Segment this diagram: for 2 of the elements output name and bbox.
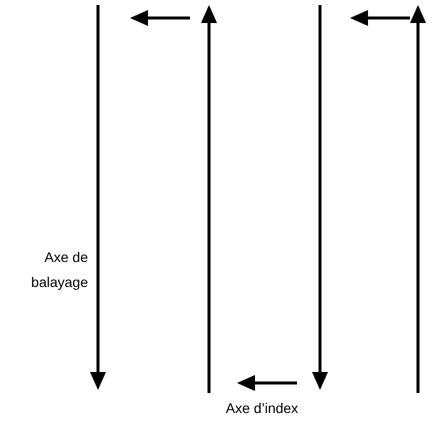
axis-label: Axe de balayage (30, 248, 88, 292)
axis-label: Axe d’index (224, 399, 300, 418)
